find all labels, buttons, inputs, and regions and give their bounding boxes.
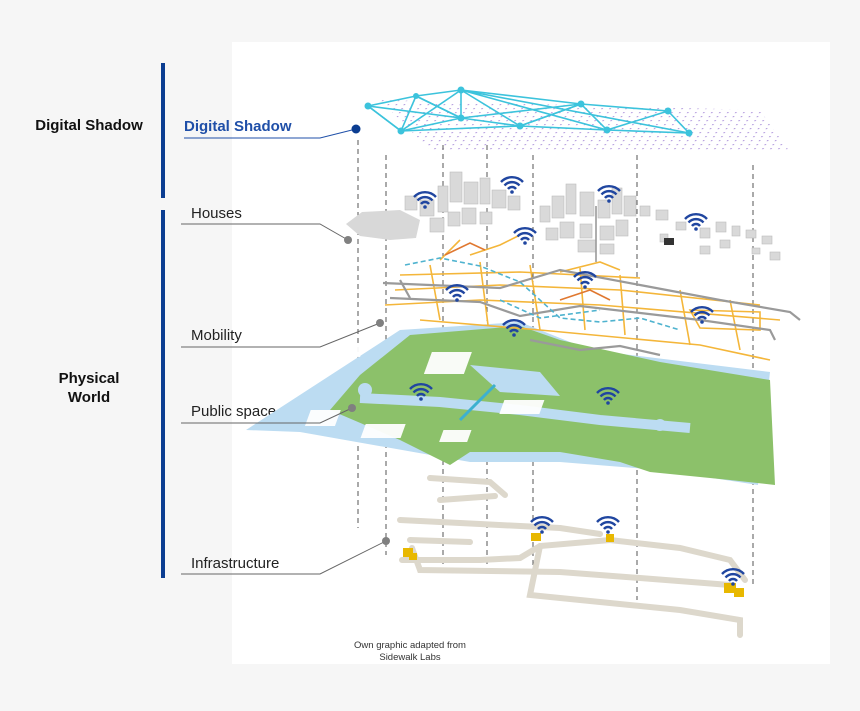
houses-layer xyxy=(346,171,781,262)
infrastructure-nodes xyxy=(403,533,744,597)
public-space-layer xyxy=(246,322,775,485)
physical-line1: Physical xyxy=(58,370,120,387)
credit-line1: Own graphic adapted from xyxy=(354,640,466,651)
digital-shadow-bar xyxy=(161,63,165,198)
leader-dot xyxy=(351,124,361,134)
layer-label-digital-shadow: Digital Shadow xyxy=(184,118,292,135)
credit-line2: Sidewalk Labs xyxy=(379,652,441,663)
layer-label-mobility: Mobility xyxy=(191,327,242,344)
infrastructure-layer xyxy=(397,475,748,638)
leader-dots xyxy=(344,124,390,545)
digital-shadow-grid xyxy=(380,100,790,152)
layer-label-houses: Houses xyxy=(191,205,242,222)
layer-label-infrastructure: Infrastructure xyxy=(191,555,280,572)
leader-dot xyxy=(348,404,356,412)
leader-dot xyxy=(376,319,384,327)
layer-label-public-space: Public space xyxy=(191,403,277,420)
leader-dot xyxy=(382,537,390,545)
physical-world-bar xyxy=(161,210,165,578)
network-nodes xyxy=(364,86,693,137)
leader-dot xyxy=(344,236,352,244)
leader-lines xyxy=(181,128,387,575)
physical-line2: World xyxy=(67,389,111,406)
side-label-physical-world: Physical World xyxy=(24,369,154,407)
source-credit: Own graphic adapted from Sidewalk Labs xyxy=(330,640,490,664)
side-label-digital-shadow: Digital Shadow xyxy=(35,117,143,134)
